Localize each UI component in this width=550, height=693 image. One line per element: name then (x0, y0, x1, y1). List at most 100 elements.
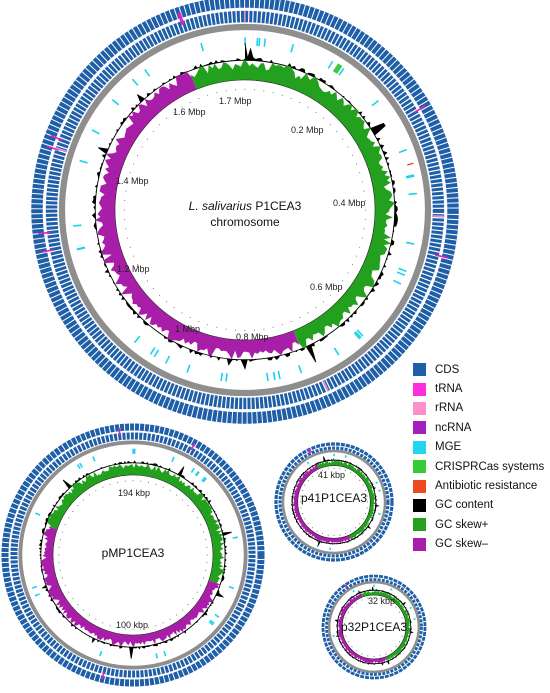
scale-dot (366, 495, 368, 497)
scale-dot (344, 629, 346, 631)
scale-dot (345, 469, 347, 471)
cds-ring (278, 446, 390, 558)
scale-dot (367, 501, 369, 503)
cds-ring (31, 0, 459, 424)
feature-tick (101, 671, 105, 680)
scale-dot (361, 181, 363, 183)
cds-ring (10, 432, 256, 678)
legend-label: tRNA (435, 383, 463, 396)
scale-dot (365, 209, 367, 211)
scale-dot (205, 539, 207, 541)
scale-dot (198, 98, 200, 100)
feature-tick (263, 38, 267, 47)
scale-dot (342, 138, 344, 140)
scale-dot (362, 484, 364, 486)
legend-swatch (413, 460, 426, 474)
scale-dot (125, 190, 127, 192)
scale-dot (124, 218, 126, 220)
chromosome-tick-1.2: 1.2 Mbp (117, 264, 150, 274)
chromosome-title: L. salivarius P1CEA3 (189, 199, 302, 213)
scale-dot (395, 606, 397, 608)
scale-dot (137, 154, 139, 156)
scale-dot (401, 617, 403, 619)
scale-dot (363, 228, 365, 230)
scale-dot (307, 479, 309, 481)
scale-dot (127, 237, 129, 239)
backbone-ring (58, 23, 432, 397)
scale-dot (345, 533, 347, 535)
feature-tick (38, 231, 51, 235)
scale-dot (344, 623, 346, 625)
backbone-ring (327, 580, 421, 674)
scale-dot (109, 625, 111, 627)
scale-dot (327, 534, 329, 536)
feature-tick (200, 42, 204, 52)
scale-dot (140, 628, 142, 630)
legend-label: rRNA (435, 402, 464, 415)
scale-dot (102, 622, 104, 624)
p32-tracks (321, 574, 427, 680)
feature-tick (396, 271, 406, 276)
feature-tick (353, 332, 361, 340)
scale-dot (336, 287, 338, 289)
scale-dot (345, 617, 347, 619)
scale-dot (207, 94, 209, 96)
scale-dot (133, 163, 135, 165)
scale-dot (350, 530, 352, 532)
scale-dot (129, 246, 131, 248)
skew-baseline (297, 465, 371, 539)
scale-dot (187, 504, 189, 506)
feature-tick (266, 372, 269, 382)
feature-tick (92, 456, 96, 462)
feature-tick (131, 78, 139, 86)
scale-dot (263, 90, 265, 92)
feature-tick (79, 462, 83, 468)
scale-dot (315, 111, 317, 113)
legend-swatch (413, 479, 426, 493)
p32-title: p32P1CEA3 (341, 620, 407, 634)
chromosome-tracks (31, 0, 459, 424)
scale-dot (207, 324, 209, 326)
scale-dot (364, 200, 366, 202)
scale-dot (399, 641, 401, 643)
scale-dot (182, 499, 184, 501)
chromosome-tick-1: 1 Mbp (175, 324, 200, 334)
scale-dot (290, 320, 292, 322)
scale-dot (385, 599, 387, 601)
feature-tick (190, 442, 196, 451)
scale-dot (333, 467, 335, 469)
scale-dot (235, 329, 237, 331)
scale-dot (350, 472, 352, 474)
scale-dot (359, 172, 361, 174)
legend-item-gc-content: GC content (413, 496, 548, 515)
scale-dot (281, 324, 283, 326)
legend-label: MGE (435, 441, 462, 454)
legend-label: CDS (435, 363, 460, 376)
feature-tick (354, 331, 362, 339)
scale-dot (152, 287, 154, 289)
feature-tick (220, 372, 224, 382)
scale-dot (187, 604, 189, 606)
scale-dot (124, 480, 126, 482)
scale-dot (362, 518, 364, 520)
legend-swatch (413, 401, 426, 415)
scale-dot (225, 328, 227, 330)
chromosome-title-line2: chromosome (210, 215, 280, 229)
scale-dot (301, 513, 303, 515)
scale-dot (196, 517, 198, 519)
scale-dot (225, 90, 227, 92)
scale-dot (192, 598, 194, 600)
legend-swatch (413, 498, 426, 512)
feature-tick (409, 606, 412, 610)
legend-label: CRISPRCas systems (435, 460, 545, 473)
scale-dot (61, 577, 63, 579)
scale-dot (361, 599, 363, 601)
antibiotic-resistance-feature (407, 162, 414, 166)
scale-dot (117, 481, 119, 483)
scale-dot (339, 534, 341, 536)
feature-tick (144, 68, 151, 77)
scale-dot (395, 646, 397, 648)
scale-dot (162, 486, 164, 488)
feature-tick (405, 175, 415, 179)
scale-dot (263, 328, 265, 330)
